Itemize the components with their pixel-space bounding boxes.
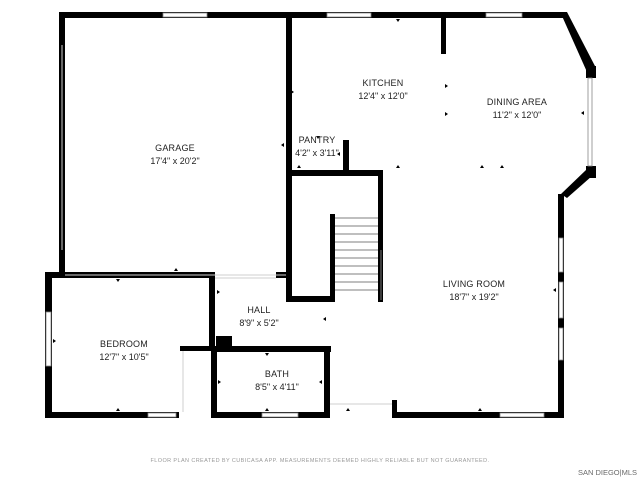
garage-dims: 17'4" x 20'2" xyxy=(150,156,199,166)
wall-stair-right xyxy=(378,170,383,302)
room-labels: GARAGE 17'4" x 20'2" KITCHEN 12'4" x 12'… xyxy=(99,78,547,392)
window-living-right-1 xyxy=(558,237,564,273)
tick-mark xyxy=(116,408,120,411)
tick-mark xyxy=(316,136,320,139)
tick-mark xyxy=(116,279,120,282)
tick-mark xyxy=(480,165,484,168)
tick-mark xyxy=(218,380,221,384)
mls-watermark: SAN DIEGO|MLS xyxy=(577,468,637,477)
tick-mark xyxy=(346,408,350,411)
wall-top xyxy=(59,12,567,18)
wall-closet-block xyxy=(216,336,232,348)
bedroom-dims: 12'7" x 10'5" xyxy=(99,352,148,362)
window-living-right-2 xyxy=(558,281,564,319)
pantry-name: PANTRY xyxy=(299,135,336,145)
wall-bay-upper xyxy=(562,12,596,76)
window-bedroom-bottom xyxy=(147,412,177,418)
window-bay-right xyxy=(587,77,593,167)
hall-name: HALL xyxy=(247,305,270,315)
hall-dims: 8'9" x 5'2" xyxy=(239,318,278,328)
window-kitchen-top xyxy=(326,12,372,18)
wall-bay-corner-bottom xyxy=(586,166,596,178)
tick-mark xyxy=(445,84,448,88)
wall-bath-right xyxy=(324,346,330,418)
tick-mark xyxy=(581,111,584,115)
wall-living-bottom-stub xyxy=(392,400,397,418)
wall-pantry-bottom xyxy=(290,170,382,176)
tick-mark xyxy=(478,408,482,411)
wall-kitchen-stub xyxy=(441,16,446,54)
living-dims: 18'7" x 19'2" xyxy=(449,292,498,302)
tick-mark xyxy=(337,152,340,156)
kitchen-dims: 12'4" x 12'0" xyxy=(358,91,407,101)
staircase xyxy=(335,217,382,300)
wall-bay-corner-top xyxy=(586,66,596,78)
wall-living-bottom xyxy=(392,412,564,418)
wall-stair-bottom xyxy=(286,296,335,302)
living-name: LIVING ROOM xyxy=(443,279,505,289)
tick-mark xyxy=(396,19,400,22)
dining-dims: 11'2" x 12'0" xyxy=(493,110,542,120)
tick-mark xyxy=(291,90,294,94)
wall-bedroom-right xyxy=(209,272,215,346)
bath-name: BATH xyxy=(265,369,289,379)
window-living-right-3 xyxy=(558,327,564,361)
wall-closet-top xyxy=(180,346,216,351)
garage-name: GARAGE xyxy=(155,143,195,153)
window-living-bottom xyxy=(499,412,545,418)
dining-name: DINING AREA xyxy=(487,97,547,107)
window-bath-bottom xyxy=(261,412,299,418)
tick-mark xyxy=(500,165,504,168)
bath-dims: 8'5" x 4'11" xyxy=(255,382,299,392)
tick-mark xyxy=(319,380,322,384)
pantry-dims: 4'2" x 3'11" xyxy=(295,148,339,158)
wall-bath-left xyxy=(211,346,217,418)
window-garage-top xyxy=(162,12,208,18)
tick-mark xyxy=(281,143,284,147)
tick-mark xyxy=(323,317,326,321)
wall-bath-top xyxy=(213,346,331,352)
tick-mark xyxy=(445,112,448,116)
wall-pantry-right xyxy=(343,140,349,176)
wall-garage-right xyxy=(286,12,292,299)
tick-mark xyxy=(265,408,269,411)
tick-mark xyxy=(553,288,556,292)
bedroom-name: BEDROOM xyxy=(100,339,148,349)
disclaimer-footer: FLOOR PLAN CREATED BY CUBICASA APP. MEAS… xyxy=(150,458,490,464)
tick-mark xyxy=(396,165,400,168)
kitchen-name: KITCHEN xyxy=(363,78,404,88)
wall-stair-left xyxy=(330,214,335,302)
tick-mark xyxy=(53,339,56,343)
wall-bay-lower xyxy=(561,170,592,198)
window-dining-top xyxy=(485,12,523,18)
wall-bedroom-bottom xyxy=(45,412,179,418)
tick-mark xyxy=(297,165,301,168)
tick-mark xyxy=(265,353,269,356)
tick-mark xyxy=(174,268,178,271)
window-bedroom-left xyxy=(45,311,52,367)
windows xyxy=(45,12,593,418)
tick-mark xyxy=(217,290,220,294)
dimension-ticks xyxy=(53,19,584,411)
